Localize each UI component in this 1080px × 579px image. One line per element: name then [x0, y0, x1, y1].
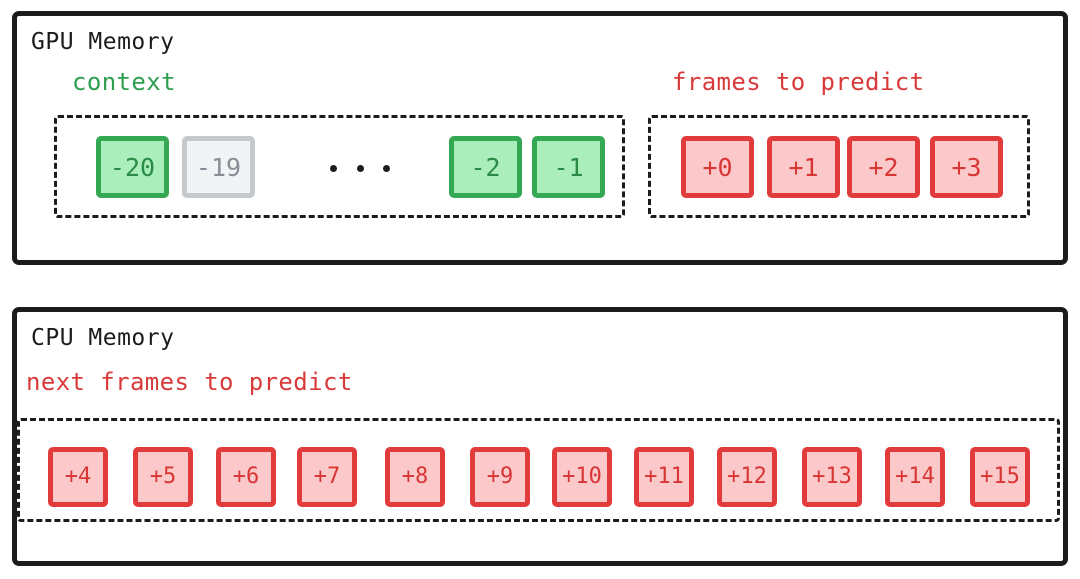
context-group-label: context [72, 68, 176, 96]
ellipsis-dot [383, 164, 390, 172]
cpu-memory-title: CPU Memory [31, 325, 175, 351]
next-frames-group-label: next frames to predict [26, 368, 353, 396]
next-frame-chip[interactable]: +5 [133, 447, 193, 507]
predict-frame-chip[interactable]: +3 [930, 136, 1003, 198]
context-dashed-region [54, 115, 625, 218]
next-frame-chip[interactable]: +4 [48, 447, 108, 507]
next-frame-chip[interactable]: +13 [802, 447, 862, 507]
predict-frame-chip[interactable]: +2 [847, 136, 920, 198]
next-frame-chip[interactable]: +14 [885, 447, 945, 507]
predict-frame-chip[interactable]: +0 [681, 136, 754, 198]
next-frame-chip[interactable]: +6 [216, 447, 276, 507]
context-frame-chip[interactable]: -2 [449, 136, 522, 198]
next-frame-chip[interactable]: +10 [552, 447, 612, 507]
ellipsis-dot [330, 164, 337, 172]
gpu-memory-title: GPU Memory [31, 29, 175, 55]
next-frame-chip[interactable]: +8 [385, 447, 445, 507]
frames-to-predict-group-label: frames to predict [672, 68, 925, 96]
cpu-memory-panel: CPU Memory [12, 307, 1068, 566]
context-frame-chip[interactable]: -20 [96, 136, 169, 198]
next-frame-chip[interactable]: +7 [297, 447, 357, 507]
next-frame-chip[interactable]: +15 [970, 447, 1030, 507]
context-frame-chip[interactable]: -1 [532, 136, 605, 198]
next-frame-chip[interactable]: +12 [717, 447, 777, 507]
next-frames-dashed-region [17, 418, 1060, 522]
next-frame-chip[interactable]: +11 [634, 447, 694, 507]
predict-frame-chip[interactable]: +1 [767, 136, 840, 198]
context-frame-chip-evicted[interactable]: -19 [182, 136, 255, 198]
context-ellipsis-icon [330, 152, 390, 184]
frames-to-predict-dashed-region [648, 115, 1030, 218]
next-frame-chip[interactable]: +9 [470, 447, 530, 507]
ellipsis-dot [356, 164, 364, 172]
